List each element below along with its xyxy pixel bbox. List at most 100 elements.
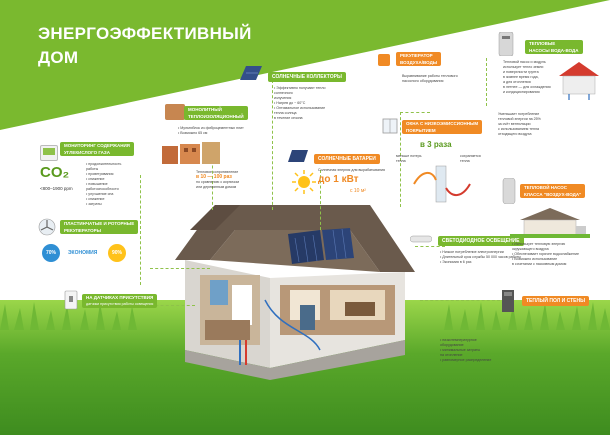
co2-bullet: работоспособности [86, 187, 119, 191]
right-info-line: за счёт вентиляции [498, 122, 531, 126]
bricks-icon [162, 142, 220, 164]
air-water-header-line-1: ТЕПЛОВОЙ НАСОС [524, 185, 568, 190]
co2-monitoring-block: МОНИТОРИНГ СОДЕРЖАНИЯ УГЛЕКИСЛОГО ГАЗА C… [38, 140, 134, 235]
presence-header-line-2: датчики присутствия работы освещения [86, 302, 154, 306]
warm-floor-text-line: • равномерное распределение [440, 358, 492, 362]
recuperator-icon [378, 54, 390, 66]
heat-pump-top-text-line: использует тепло земли [503, 65, 544, 69]
air-water-header: ТЕПЛОВОЙ НАСОС КЛАССА "ВОЗДУХ-ВОДА" [520, 184, 586, 198]
solar-collectors-bullet: • Нагрев до ~ 60°С [274, 101, 306, 105]
presence-sensors-block: НА ДАТЧИКАХ ПРИСУТСТВИЯ датчики присутст… [64, 290, 174, 320]
warm-floor-text-line: оборудование [440, 343, 464, 347]
led-header: СВЕТОДИОДНОЕ ОСВЕЩЕНИЕ [438, 236, 524, 246]
insulation-bullets: • Мультиблок из фиброцементных плит • Во… [178, 126, 244, 136]
led-text: • Низкое потребление электроэнергии • Дл… [440, 250, 521, 265]
economy-70-badge: 70% [42, 244, 60, 262]
heat-pump-unit-icon [498, 32, 514, 56]
insulation-note-line: по сравнению с кирпичом [196, 180, 239, 184]
led-lamp-icon [410, 235, 432, 243]
recuperator-block: РЕКУПЕРАТОР ВОЗДУХА/ВОДЫ Выравнивание ра… [378, 52, 473, 92]
recuperator-text: Выравнивание работы теплового насосного … [402, 74, 458, 84]
solar-collectors-bullet: излучения [274, 96, 292, 100]
air-water-text-line: • Обеспечивает горячее водоснабжение [512, 252, 580, 256]
windows-header-line-1: ОКНА С НИЗКОЭМИССИОННЫМ [406, 121, 479, 126]
co2-bullet: • затраты [86, 202, 102, 206]
windows-label-left: меньше потерь тепла [396, 154, 422, 164]
co2-symbol: CO₂ [40, 164, 70, 181]
solar-battery-value: до 1 кВт [318, 174, 359, 185]
window-icon [382, 118, 398, 134]
led-text-line: • Длительный срок службы 50 000 часов ра… [440, 255, 521, 259]
window-heat-diagram-icon [413, 165, 471, 203]
led-lighting-block: СВЕТОДИОДНОЕ ОСВЕЩЕНИЕ • Низкое потребле… [410, 232, 524, 277]
solar-battery-header: СОЛНЕЧНЫЕ БАТАРЕИ [314, 154, 380, 164]
heat-pump-top-text-line: в летнее — для охлаждения [503, 85, 551, 89]
solar-collectors-bullet: • Эффективно получают тепло [274, 86, 326, 90]
insulation-header: МОНОЛИТНЫЙ ТЕПЛОИЗОЛЯЦИОННЫЙ [184, 106, 248, 120]
warm-floor-text-line: • низкотемпературное [440, 338, 477, 342]
windows-header-line-2: ПОКРЫТИЕМ [406, 128, 436, 133]
solar-battery-block: СОЛНЕЧНЫЕ БАТАРЕИ Солнечная энергия для … [286, 148, 396, 206]
presence-header: НА ДАТЧИКАХ ПРИСУТСТВИЯ датчики присутст… [82, 294, 158, 308]
sun-icon [292, 170, 316, 194]
heat-pump-top-text-line: Тепловой насос и модуль [503, 60, 546, 64]
title-line-1: ЭНЕРГОЭФФЕКТИВНЫЙ [38, 24, 252, 43]
connector-line [212, 150, 213, 210]
air-water-header-line-2: КЛАССА "ВОЗДУХ-ВОДА" [524, 192, 582, 197]
windows-label-right: сохраняется тепла [460, 154, 481, 164]
co2-header: МОНИТОРИНГ СОДЕРЖАНИЯ УГЛЕКИСЛОГО ГАЗА [60, 142, 134, 156]
windows-header: ОКНА С НИЗКОЭМИССИОННЫМ ПОКРЫТИЕМ [402, 120, 483, 134]
windows-label-right-line: сохраняется [460, 154, 481, 158]
windows-block: ОКНА С НИЗКОЭМИССИОННЫМ ПОКРЫТИЕМ в 3 ра… [382, 118, 492, 218]
solar-battery-note: Солнечная энергия для вырабатывания [318, 168, 385, 172]
heat-pump-top-text-line: и кондиционирования [503, 90, 540, 94]
co2-bullet: • повышение [86, 182, 108, 186]
connector-line [420, 300, 500, 301]
heat-pump-top-text: Тепловой насос и модуль использует тепло… [503, 60, 551, 95]
insulation-block: МОНОЛИТНЫЙ ТЕПЛОИЗОЛЯЦИОННЫЙ • Мультибло… [160, 104, 270, 194]
ventilation-header-line-1: ПЛАСТИНЧАТЫЕ И РОТОРНЫЕ [64, 221, 135, 226]
air-water-text-line: в сочетании с пассивным домом [512, 262, 567, 266]
co2-bullet: • снижение [86, 197, 105, 201]
connector-line [272, 80, 273, 210]
co2-header-line-1: МОНИТОРИНГ СОДЕРЖАНИЯ [64, 143, 130, 148]
recuperator-text-line: насосного оборудования [402, 79, 444, 83]
solar-collectors-bullets: • Эффективно получают тепло солнечного и… [274, 86, 326, 121]
heat-pump-top-header-line-1: ТЕПЛОВЫЕ [529, 41, 556, 46]
right-info-text: Уменьшает потребление тепловой энергии н… [498, 112, 541, 137]
warm-floor-text: • низкотемпературное оборудование • мини… [440, 338, 491, 363]
connector-line [400, 112, 430, 113]
led-text-line: • Низкое потребление электроэнергии [440, 250, 504, 254]
connector-line [400, 112, 401, 207]
insulation-value: в 10 — 100 раз [196, 174, 232, 180]
warm-floor-text-line: • минимальные затраты [440, 348, 481, 352]
house-cutaway-illustration [175, 205, 415, 380]
boiler-icon [502, 178, 516, 204]
heat-pump-top-text-line: а для отопления [503, 80, 531, 84]
insulation-header-line-1: МОНОЛИТНЫЙ [188, 107, 222, 112]
insulation-note-line: или деревянным домом [196, 185, 237, 189]
co2-bullet: работы [86, 167, 99, 171]
warm-floor-block: ТЕПЛЫЙ ПОЛ И СТЕНЫ [500, 290, 605, 330]
small-house-diagram-icon [559, 62, 599, 100]
co2-bullet: • улучшение сна [86, 192, 114, 196]
right-info-line: отходящего воздуха [498, 132, 532, 136]
right-info-line: Уменьшает потребление [498, 112, 540, 116]
ventilation-header-line-2: РЕКУПЕРАТОРЫ [64, 228, 102, 233]
connector-line [150, 305, 195, 306]
warm-floor-text-line: на отопление [440, 353, 463, 357]
ventilation-block: ПЛАСТИНЧАТЫЕ И РОТОРНЫЕ РЕКУПЕРАТОРЫ 70%… [38, 218, 148, 268]
heat-pump-top-block: ТЕПЛОВЫЕ НАСОСЫ ВОДА-ВОДА Тепловой насос… [495, 32, 605, 122]
insulation-bullet: • Мультиблок из фиброцементных плит [178, 126, 244, 130]
co2-bullet: • продолжительность [86, 162, 122, 166]
insulation-note-line: Тепловое сопротивление [196, 170, 239, 174]
insulation-bullet: • Возможно 65 см [178, 131, 208, 135]
solar-battery-area: с 10 м² [350, 188, 366, 194]
solar-collectors-header: СОЛНЕЧНЫЕ КОЛЛЕКТОРЫ [268, 72, 346, 82]
insulation-header-line-2: ТЕПЛОИЗОЛЯЦИОННЫЙ [188, 114, 244, 119]
co2-bullets: • продолжительность работы • проветриван… [86, 162, 121, 207]
connector-line [415, 246, 445, 247]
ventilation-economy-label: ЭКОНОМИЯ [68, 250, 98, 256]
led-text-line: • Экономия в 6 раз [440, 260, 472, 264]
